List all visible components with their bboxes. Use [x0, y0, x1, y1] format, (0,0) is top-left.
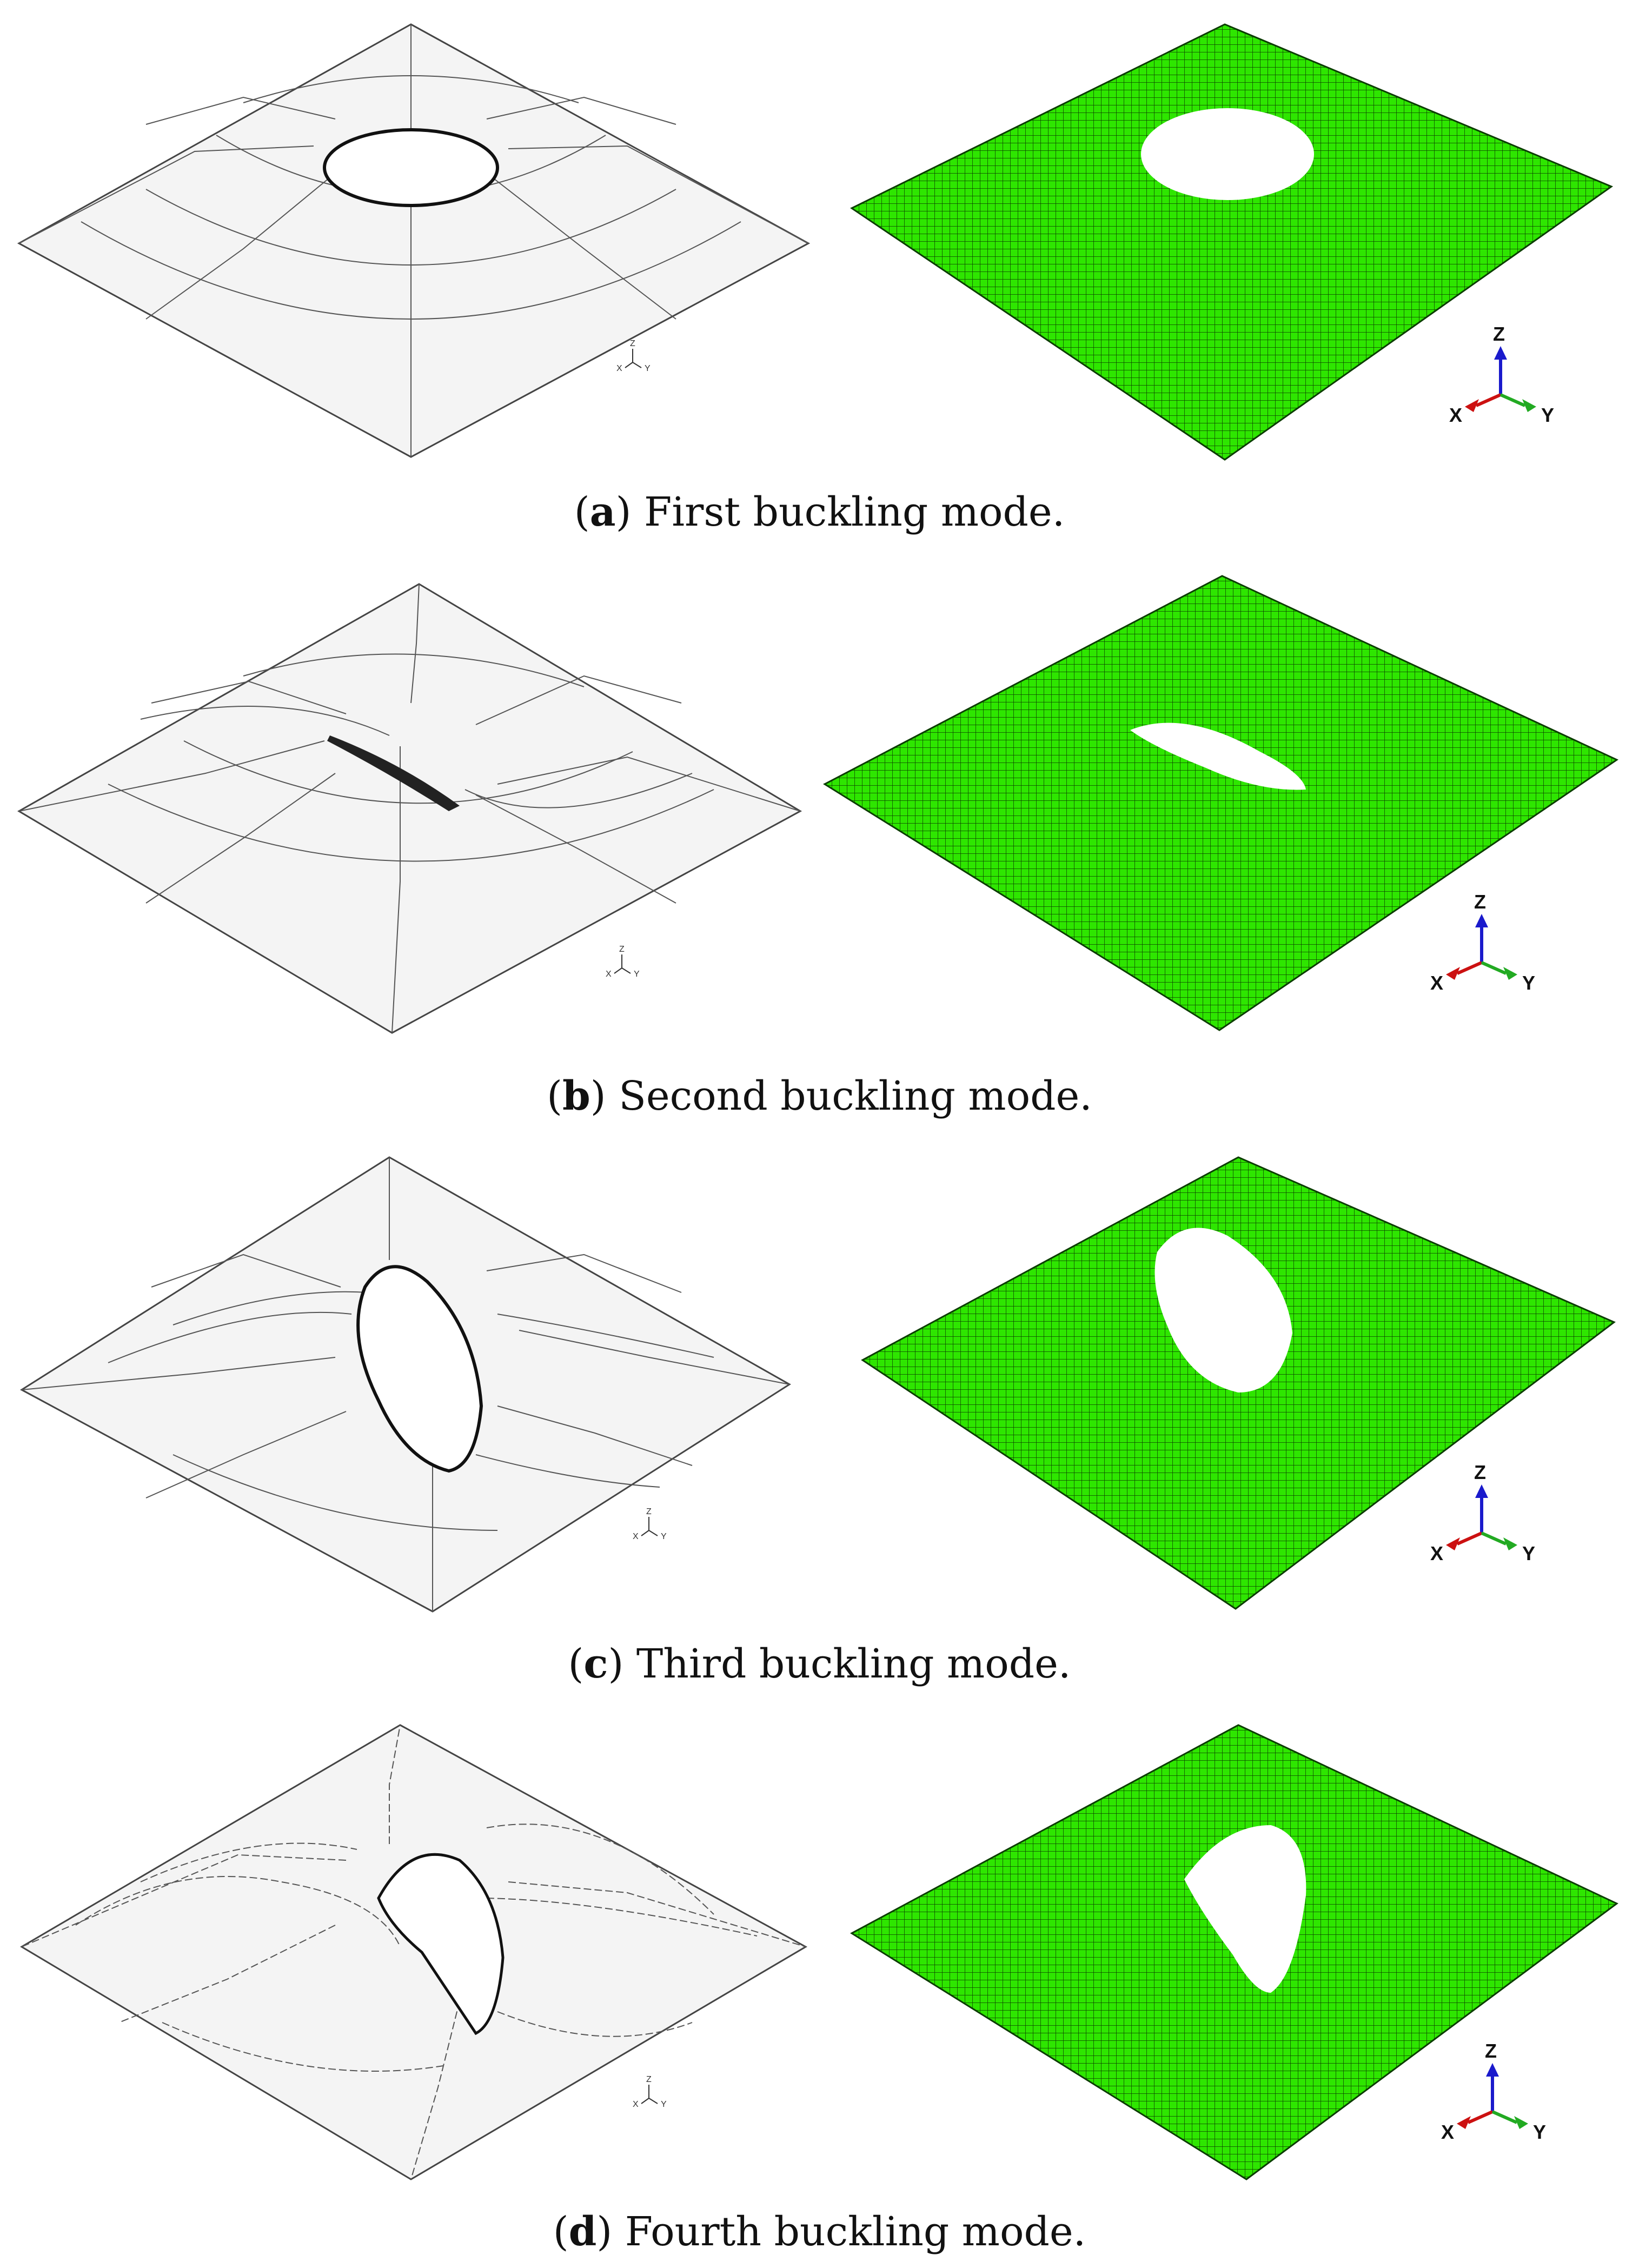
panel-b-fine-mesh-plot: Z X Y [822, 575, 1619, 1031]
wireframe-lines [21, 1157, 790, 1612]
panel-a-coarse-mesh-plot: Z X Y [17, 23, 811, 458]
panel-a-caption: (a) First buckling mode. [574, 489, 1065, 535]
axis-label-x: X [616, 364, 622, 373]
caption-text: Second buckling mode. [619, 1073, 1092, 1119]
panel-a-fine-mesh-plot: Z X Y [850, 23, 1614, 461]
axis-label-z: Z [646, 1507, 652, 1516]
hole [1130, 722, 1306, 790]
axis-label-z: Z [646, 2075, 652, 2084]
axis-triad: Z X Y [1449, 323, 1554, 426]
hole [323, 128, 499, 207]
panel-d-coarse-mesh-plot: Z X Y [20, 1724, 808, 2180]
panel-letter: b [562, 1073, 590, 1119]
panel-c-fine-mesh-plot: Z X Y [861, 1156, 1616, 1610]
panel-b-coarse-mesh-plot: Z X Y [17, 583, 802, 1034]
axis-label-z: Z [619, 945, 625, 954]
hole [377, 1853, 505, 2035]
panel-b-caption: (b) Second buckling mode. [547, 1073, 1092, 1119]
axis-label-y: Y [1541, 404, 1554, 426]
panel-letter: c [583, 1641, 608, 1687]
caption-text: First buckling mode. [644, 489, 1065, 535]
wireframe-lines [18, 583, 801, 1033]
axis-label-x: X [633, 2100, 639, 2109]
panel-c: Z X Y Z X Y (c) Third buckling mode. [0, 1146, 1639, 1709]
hole [1154, 1228, 1292, 1392]
panel-d-caption: (d) Fourth buckling mode. [553, 2209, 1086, 2255]
axis-label-z: Z [1485, 2040, 1497, 2062]
caption-text: Fourth buckling mode. [625, 2209, 1086, 2255]
axis-label-y: Y [1533, 2121, 1546, 2143]
hole [1184, 1825, 1306, 1993]
caption-text: Third buckling mode. [636, 1641, 1071, 1687]
axis-label-y: Y [661, 2100, 667, 2109]
panel-d: Z X Y Z X Y (d) Fourth buckling mode. [0, 1714, 1639, 2268]
axis-label-z: Z [1493, 323, 1505, 345]
axis-label-x: X [1441, 2121, 1454, 2143]
axis-label-y: Y [1522, 1542, 1535, 1564]
axis-triad: Z X Y [633, 1507, 667, 1541]
axis-label-y: Y [661, 1532, 667, 1541]
axis-triad: Z X Y [616, 339, 651, 373]
panel-c-coarse-mesh-plot: Z X Y [20, 1156, 791, 1613]
axis-label-y: Y [645, 364, 651, 373]
axis-triad: Z X Y [1430, 1461, 1535, 1564]
hole [1141, 108, 1314, 200]
axis-label-x: X [633, 1532, 639, 1541]
axis-triad: Z X Y [606, 945, 640, 979]
hole [356, 1265, 483, 1473]
panel-letter: d [568, 2209, 597, 2255]
axis-label-y: Y [1522, 972, 1535, 994]
axis-label-z: Z [1474, 1461, 1486, 1483]
axis-label-z: Z [1474, 891, 1486, 913]
panel-d-fine-mesh-plot: Z X Y [850, 1724, 1618, 2180]
axis-label-x: X [1430, 972, 1443, 994]
wireframe-lines [21, 1725, 806, 2180]
panel-letter: a [589, 489, 616, 535]
hole [327, 735, 460, 811]
axis-label-y: Y [634, 970, 640, 979]
panel-c-caption: (c) Third buckling mode. [568, 1641, 1071, 1687]
axis-triad: Z X Y [633, 2075, 667, 2109]
axis-label-x: X [1430, 1542, 1443, 1564]
axis-label-x: X [606, 970, 612, 979]
axis-label-z: Z [630, 339, 635, 348]
panel-b: Z X Y Z X Y (b) Second buckling mode. [0, 568, 1639, 1136]
axis-triad: Z X Y [1430, 891, 1535, 994]
axis-triad: Z X Y [1441, 2040, 1546, 2143]
axis-label-x: X [1449, 404, 1462, 426]
panel-a: Z X Y Z X Y (a) First buckling mode. [0, 0, 1639, 568]
